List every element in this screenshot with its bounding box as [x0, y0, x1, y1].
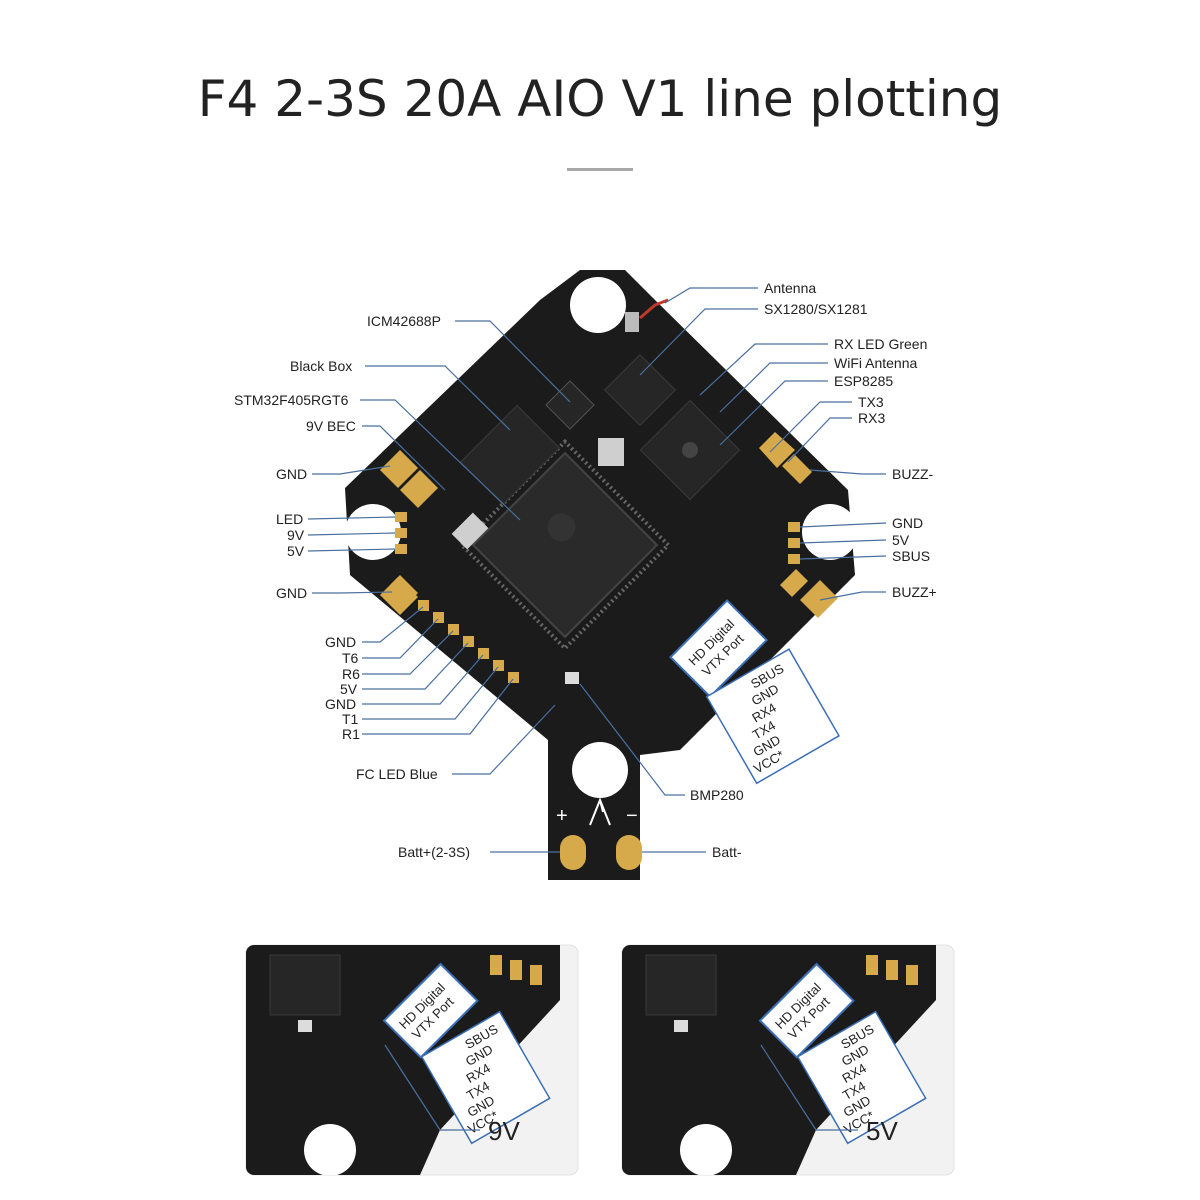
label-black-box: Black Box — [290, 358, 352, 374]
left-callouts: ICM42688P Black Box STM32F405RGT6 9V BEC… — [234, 313, 571, 860]
label-9v: 9V — [287, 527, 305, 543]
label-sbus: SBUS — [892, 548, 930, 564]
label-rx-led-green: RX LED Green — [834, 336, 927, 352]
label-bmp280: BMP280 — [690, 787, 744, 803]
antenna-wire — [639, 298, 669, 320]
label-batt-plus: Batt+(2-3S) — [398, 844, 470, 860]
brand-logo — [589, 797, 611, 826]
mount-hole-right — [802, 504, 858, 560]
label-fc-led-blue: FC LED Blue — [356, 766, 438, 782]
page-title: F4 2-3S 20A AIO V1 line plotting — [197, 70, 1003, 128]
label-tx3: TX3 — [858, 394, 884, 410]
label-gnd-top: GND — [276, 466, 307, 482]
imu-chip — [545, 380, 595, 430]
inset-9v: HD Digital VTX Port SBUS GND RX4 TX4 GND… — [245, 944, 579, 1176]
label-5v-b: 5V — [340, 681, 358, 697]
esp8285-chip — [639, 399, 741, 501]
inset-9v-label: 9V — [488, 1116, 520, 1146]
inset-5v-label: 5V — [866, 1116, 898, 1146]
uart-pad-row — [418, 600, 519, 683]
label-5v: 5V — [287, 543, 305, 559]
label-icm42688p: ICM42688P — [367, 313, 441, 329]
label-gnd-right: GND — [892, 515, 923, 531]
antenna-connector — [625, 312, 639, 332]
silk-minus: − — [626, 805, 638, 827]
crystal-1 — [598, 438, 624, 466]
mount-hole-left — [345, 504, 401, 560]
title-divider — [567, 168, 633, 171]
mcu-chip — [458, 438, 672, 652]
bmp280-chip — [565, 672, 579, 684]
label-sx1280: SX1280/SX1281 — [764, 301, 868, 317]
left-pads — [380, 450, 438, 615]
label-stm32: STM32F405RGT6 — [234, 392, 349, 408]
label-t6: T6 — [342, 650, 359, 666]
label-gnd-b: GND — [325, 696, 356, 712]
label-batt-minus: Batt- — [712, 844, 742, 860]
silk-plus: + — [556, 805, 568, 827]
label-t1: T1 — [342, 711, 359, 727]
right-callouts: Antenna SX1280/SX1281 RX LED Green WiFi … — [579, 280, 937, 860]
mount-hole-bottom — [572, 742, 628, 798]
batt-plus-pad — [560, 835, 586, 870]
label-esp8285: ESP8285 — [834, 373, 893, 389]
label-buzz-plus: BUZZ+ — [892, 584, 937, 600]
label-rx3: RX3 — [858, 410, 885, 426]
label-wifi-antenna: WiFi Antenna — [834, 355, 917, 371]
vtx-port-connector: HD Digital VTX Port — [669, 599, 769, 699]
mount-hole-top — [570, 277, 626, 333]
crystal-2 — [451, 512, 489, 550]
label-buzz-minus: BUZZ- — [892, 466, 934, 482]
batt-minus-pad — [616, 835, 642, 870]
label-led: LED — [276, 511, 303, 527]
sx1280-chip — [603, 353, 677, 427]
label-9v-bec: 9V BEC — [306, 418, 356, 434]
label-gnd-a: GND — [325, 634, 356, 650]
inset-5v: HD Digital VTX Port SBUS GND RX4 TX4 GND… — [621, 944, 955, 1176]
label-r1: R1 — [342, 726, 360, 742]
label-antenna: Antenna — [764, 280, 816, 296]
label-r6: R6 — [342, 666, 360, 682]
label-5v-right: 5V — [892, 532, 910, 548]
flight-controller-board: + − HD Digital VTX Port SBUS GND RX4 TX4… — [345, 270, 858, 880]
right-pads — [759, 432, 838, 618]
label-gnd-mid: GND — [276, 585, 307, 601]
